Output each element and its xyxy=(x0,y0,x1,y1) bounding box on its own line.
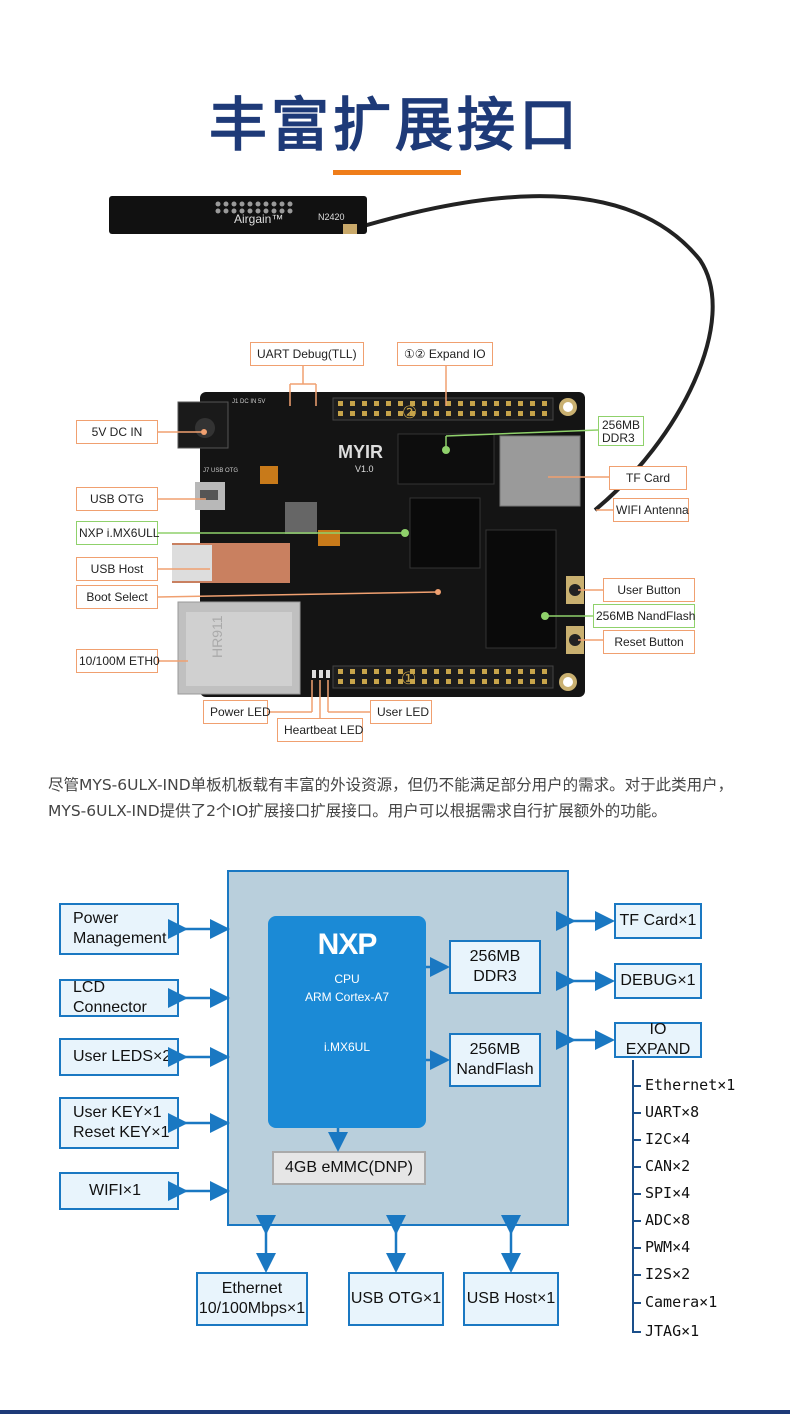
cpu-model: i.MX6UL xyxy=(323,1040,370,1054)
label-nxp: NXP i.MX6ULL xyxy=(76,521,159,545)
antenna xyxy=(109,196,367,234)
label-user-button: User Button xyxy=(603,578,695,602)
label-nandflash: 256MB NandFlash xyxy=(593,604,695,628)
io-item-can: CAN×2 xyxy=(645,1157,691,1175)
user-reset-key-box: User KEY×1 Reset KEY×1 xyxy=(59,1097,179,1149)
label-expand-io: ①② Expand IO xyxy=(397,342,493,366)
nand-chip xyxy=(485,529,557,649)
silk-usb-otg: J7 USB OTG xyxy=(203,468,238,474)
nandflash-box: 256MB NandFlash xyxy=(449,1033,541,1087)
label-dc-in: 5V DC IN xyxy=(76,420,158,444)
io-item-adc: ADC×8 xyxy=(645,1211,691,1229)
cpu-arch: ARM Cortex-A7 xyxy=(304,990,390,1004)
emmc-box: 4GB eMMC(DNP) xyxy=(272,1151,426,1185)
ddr3-box: 256MB DDR3 xyxy=(449,940,541,994)
io-item-i2s: I2S×2 xyxy=(645,1265,691,1283)
user-leds-box: User LEDS×2 xyxy=(59,1038,179,1076)
page-title: 丰富扩展接口 xyxy=(208,91,581,159)
cpu-label: CPU xyxy=(334,972,360,986)
io-item-spi: SPI×4 xyxy=(645,1184,691,1202)
usb-otg-box: USB OTG×1 xyxy=(348,1272,444,1326)
tf-card-box: TF Card×1 xyxy=(614,903,702,939)
io-item-jtag: JTAG×1 xyxy=(645,1322,700,1340)
ethernet-box: Ethernet 10/100Mbps×1 xyxy=(196,1272,308,1326)
io-item-ethernet: Ethernet×1 xyxy=(645,1076,736,1094)
silk-dcin: J1 DC IN 5V xyxy=(232,399,265,405)
board-photo: Airgain™ N2420 ② ① J1 DC IN 5V J7 USB OT… xyxy=(109,194,715,720)
label-reset-button: Reset Button xyxy=(603,630,695,654)
io-item-camera: Camera×1 xyxy=(645,1293,718,1311)
wifi-box: WIFI×1 xyxy=(59,1172,179,1210)
cpu-block xyxy=(268,916,426,1128)
description-text: 尽管MYS-6ULX-IND单板机板载有丰富的外设资源，但仍不能满足部分用户的需… xyxy=(48,776,734,820)
cpu-chip xyxy=(409,497,481,569)
silk-version: V1.0 xyxy=(355,464,374,474)
label-user-led: User LED xyxy=(370,700,432,724)
silk-myir: MYIR xyxy=(338,442,383,462)
label-wifi-antenna: WIFI Antenna xyxy=(613,498,689,522)
bottom-rule xyxy=(0,1410,790,1414)
io-item-pwm: PWM×4 xyxy=(645,1238,691,1256)
usb-host-box: USB Host×1 xyxy=(463,1272,559,1326)
io-expand-tree xyxy=(632,1060,641,1333)
label-usb-otg: USB OTG xyxy=(76,487,158,511)
antenna-cable xyxy=(349,194,715,512)
io-item-i2c: I2C×4 xyxy=(645,1130,691,1148)
label-boot-select: Boot Select xyxy=(76,585,158,609)
debug-box: DEBUG×1 xyxy=(614,963,702,999)
title-underline xyxy=(333,170,461,175)
label-heartbeat-led: Heartbeat LED xyxy=(277,718,363,742)
io-expand-box: IO EXPAND xyxy=(614,1021,702,1058)
tf-slot xyxy=(499,435,581,507)
lcd-connector-box: LCD Connector xyxy=(59,979,179,1017)
antenna-brand: Airgain™ xyxy=(234,212,283,226)
label-usb-host: USB Host xyxy=(76,557,158,581)
nxp-logo: NXP xyxy=(317,928,378,961)
label-eth0: 10/100M ETH0 xyxy=(76,649,160,673)
io-item-uart: UART×8 xyxy=(645,1103,700,1121)
label-tf-card: TF Card xyxy=(609,466,687,490)
label-uart-debug: UART Debug(TLL) xyxy=(250,342,364,366)
label-power-led: Power LED xyxy=(203,700,271,724)
silk-circle-2: ② xyxy=(402,403,417,423)
antenna-model: N2420 xyxy=(318,212,345,222)
silk-circle-1: ① xyxy=(401,669,416,689)
label-ddr3: 256MB DDR3 xyxy=(598,416,645,446)
svg-text:HR911: HR911 xyxy=(209,615,225,658)
power-management-box: Power Management xyxy=(59,903,179,955)
